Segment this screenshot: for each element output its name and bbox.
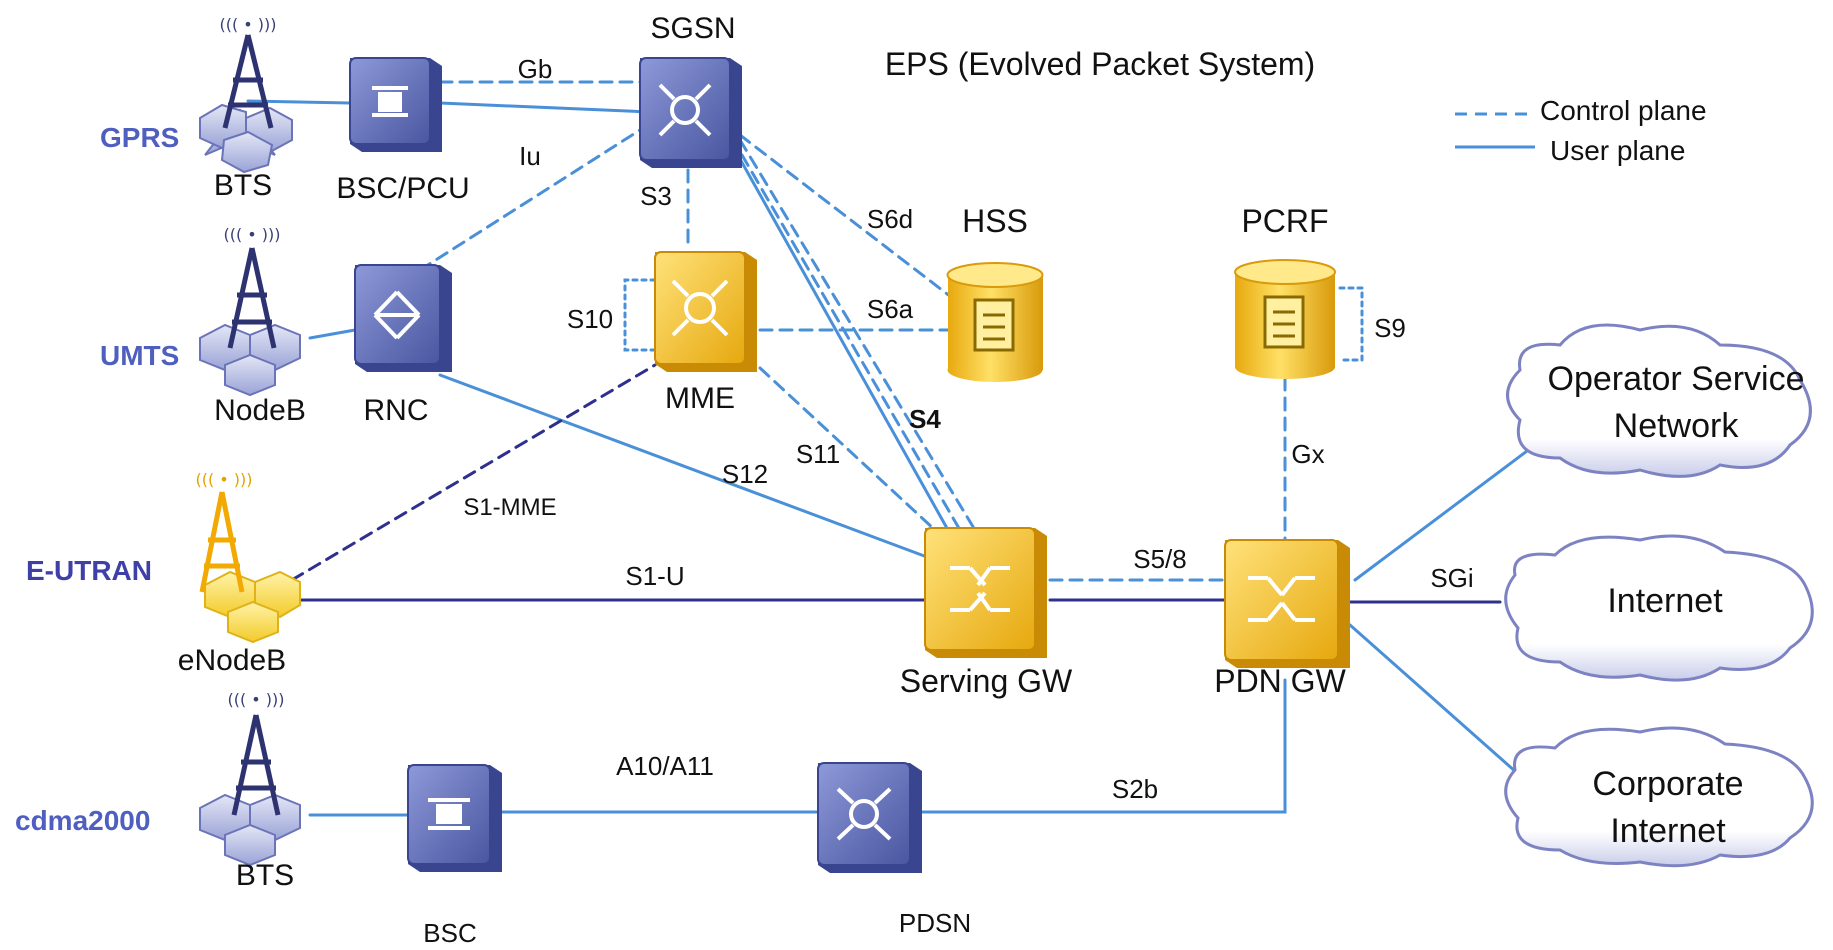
rnc-switch-icon [354,264,452,372]
node-label-pdn-gw: PDN GW [1214,663,1346,699]
s1-mme-link [273,363,657,592]
iface-s3: S3 [640,181,672,211]
cloud-corporate-line2: Internet [1610,812,1726,850]
node-label-bsc: BSC [423,918,476,948]
mme-router-icon [654,251,757,372]
iface-s6d: S6d [867,204,913,234]
node-label-hss: HSS [962,203,1028,239]
iface-s4: S4 [909,404,941,434]
s4-user-link [733,148,950,532]
svg-text:((( • ))): ((( • ))) [227,690,284,709]
gprs-bts-icon: ((( • ))) [199,15,293,174]
node-label-pcrf: PCRF [1241,203,1328,239]
iface-s6a: S6a [867,294,914,324]
node-label-bts-cdma: BTS [236,859,294,892]
cloud-corporate-line1: Corporate [1592,765,1743,803]
iu-link [418,128,642,272]
s4-control-link [738,138,977,532]
hss-database-icon [946,262,1044,382]
operator-cloud [1506,323,1812,478]
cloud-operator-line1: Operator Service [1548,360,1805,398]
corporate-cloud [1504,726,1814,868]
iface-sgi: SGi [1430,563,1473,593]
s6d-link [738,133,957,302]
enodeb-icon: ((( • ))) [195,470,301,644]
svg-text:((( • ))): ((( • ))) [195,470,252,489]
s10-loop [623,278,657,352]
iface-s11: S11 [796,439,840,469]
node-label-nodeb: NodeB [214,394,306,427]
node-label-pdsn: PDSN [899,908,971,938]
node-label-mme: MME [665,382,735,415]
svg-text:((( • ))): ((( • ))) [219,15,276,34]
nodeb-rnc-link [308,328,357,340]
cloud-internet: Internet [1607,582,1723,620]
s2b-link [920,678,1287,814]
tech-label-eutran: E-UTRAN [26,555,152,586]
iface-a10-a11: A10/A11 [616,751,714,781]
iface-s9: S9 [1374,313,1406,343]
serving-gw-switch-icon [924,527,1047,658]
cloud-operator-line2: Network [1614,407,1740,445]
tech-label-umts: UMTS [100,340,179,371]
iface-s5-8: S5/8 [1133,544,1187,574]
iface-s1-mme: S1-MME [463,494,556,521]
pdngw-corporate-link [1348,623,1527,782]
node-label-enodeb: eNodeB [178,644,286,677]
legend: Control plane User plane [1455,95,1707,166]
iface-iu: Iu [519,141,541,171]
bsc-switch-icon [407,764,502,872]
sgsn-router-icon [639,57,742,168]
node-label-serving-gw: Serving GW [900,663,1073,699]
umts-nodeb-icon: ((( • ))) [199,225,301,397]
tech-label-cdma: cdma2000 [15,805,150,836]
pcrf-database-icon [1234,259,1336,379]
pdsn-router-icon [817,762,922,873]
iface-s2b: S2b [1112,774,1158,804]
iface-gx: Gx [1291,439,1324,469]
iface-s12: S12 [722,459,768,489]
node-label-rnc: RNC [364,394,429,427]
pdngw-operator-link [1353,443,1537,582]
pdn-gw-switch-icon [1224,539,1350,668]
s12-link [438,373,937,562]
node-label-bsc-pcu: BSC/PCU [336,172,469,205]
iface-s1-u: S1-U [625,561,684,591]
iface-s10: S10 [567,304,613,334]
s11-link [758,366,937,532]
legend-control-label: Control plane [1540,95,1707,126]
node-label-sgsn: SGSN [650,12,735,45]
tech-label-gprs: GPRS [100,122,179,153]
s4-control-link-2 [740,153,962,532]
legend-user-label: User plane [1550,135,1685,166]
iface-gb: Gb [518,54,553,84]
internet-cloud [1504,534,1814,682]
bsc-pcu-switch-icon [349,57,442,152]
svg-text:((( • ))): ((( • ))) [223,225,280,244]
gb-user-link [438,101,652,114]
s9-loop [1338,286,1364,362]
diagram-title: EPS (Evolved Packet System) [885,46,1315,82]
cdma-bts-icon: ((( • ))) [199,690,301,867]
node-label-bts-gprs: BTS [214,169,272,202]
